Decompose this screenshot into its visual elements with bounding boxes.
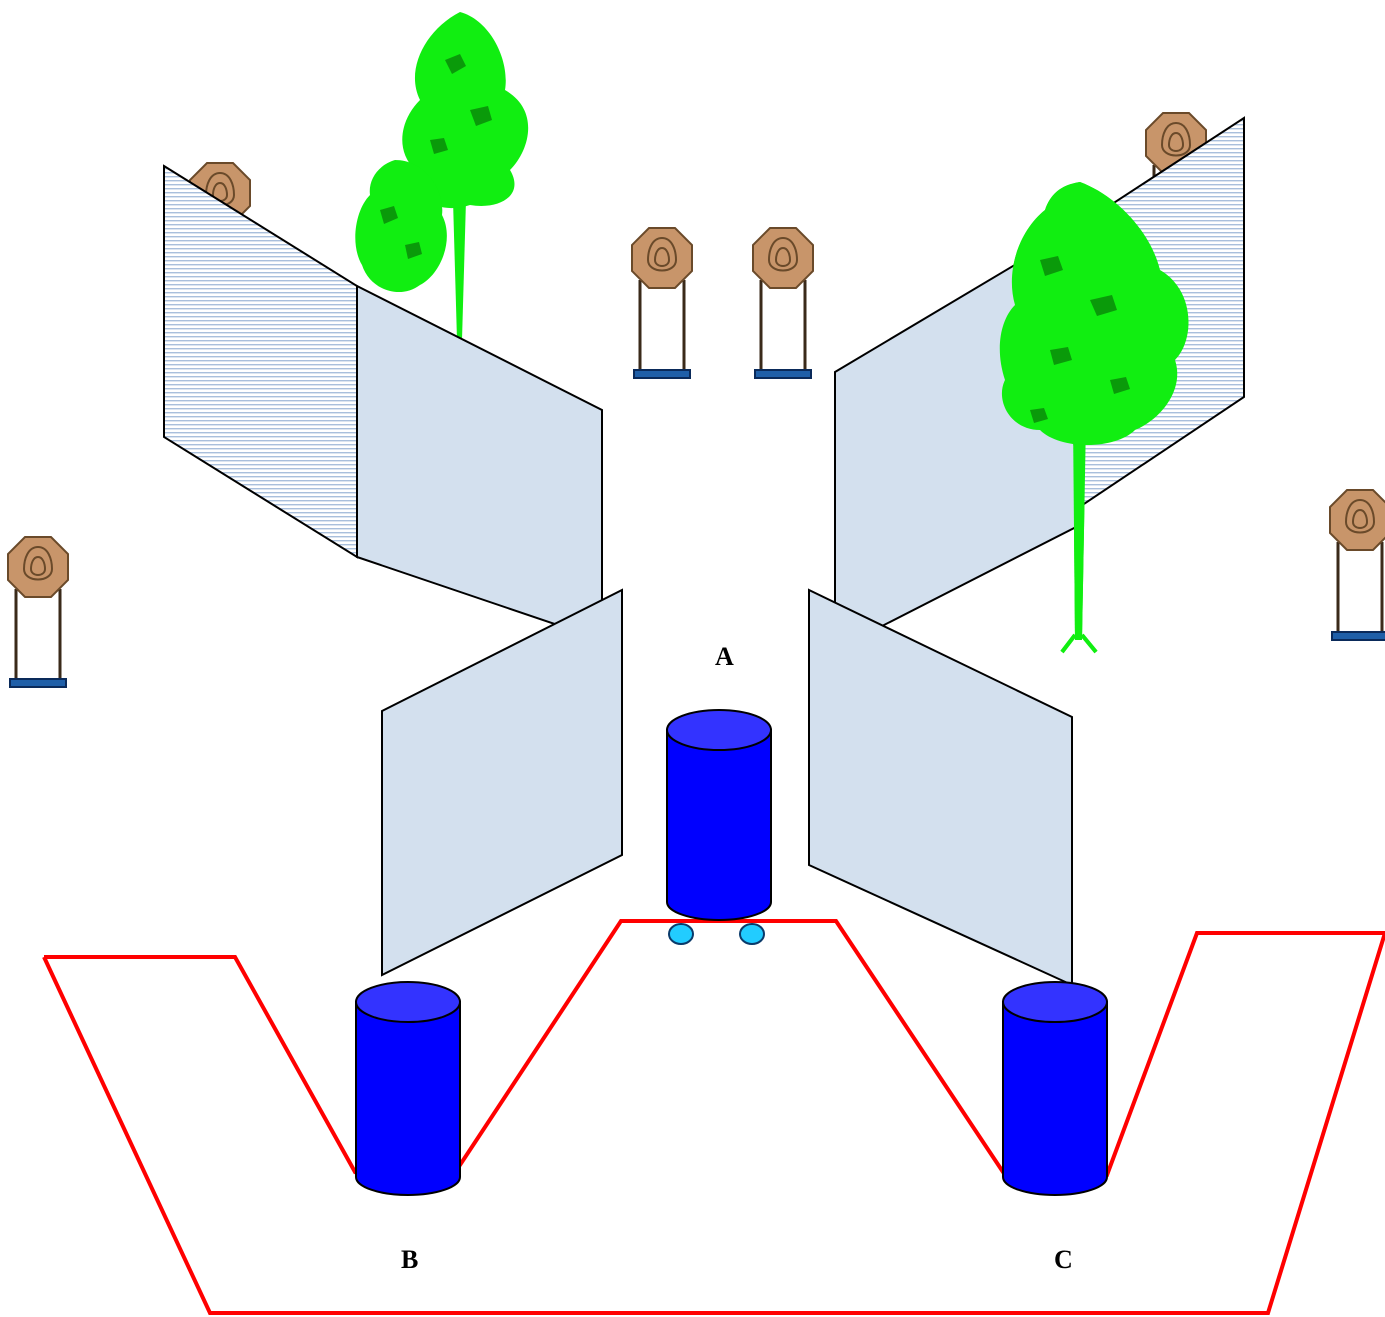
fault-line: [42, 919, 1385, 1315]
barrel-a-icon: [666, 709, 772, 921]
steel-target-icon: [752, 227, 814, 379]
steel-target-icon: [631, 227, 693, 379]
steel-target-icon: [1329, 489, 1385, 641]
foot-marker-icon: [668, 923, 694, 945]
label-c: C: [1054, 1245, 1073, 1274]
foot-marker-icon: [739, 923, 765, 945]
mesh-wall-left: [163, 164, 358, 559]
tree-icon: [355, 12, 529, 340]
barrel-c-icon: [1002, 981, 1108, 1196]
label-a: A: [715, 642, 734, 671]
steel-target-icon: [7, 536, 69, 688]
barrel-b-icon: [355, 981, 461, 1196]
wall-right-lower: [808, 588, 1073, 987]
label-b: B: [401, 1245, 418, 1274]
wall-left-lower: [381, 588, 623, 977]
wall-left-upper: [356, 284, 603, 642]
